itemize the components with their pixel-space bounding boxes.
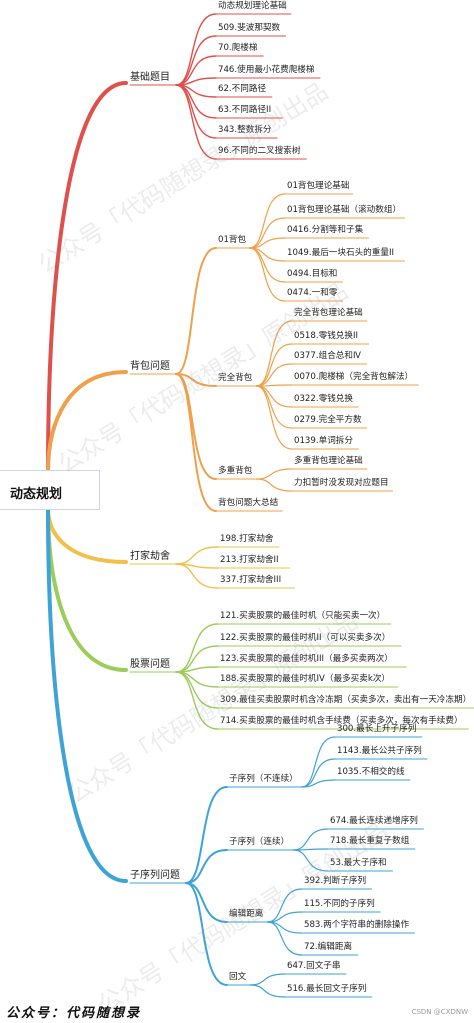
sub-branch-label[interactable]: 编辑距离 (229, 909, 264, 919)
leaf-node[interactable]: 188.买卖股票的最佳时机IV（最多买卖k次） (220, 674, 391, 684)
leaf-node[interactable]: 完全背包理论基础 (294, 308, 363, 318)
leaf-node[interactable]: 1049.最后一块石头的重量II (287, 248, 395, 258)
leaf-node[interactable]: 70.爬楼梯 (218, 43, 258, 53)
leaf-node[interactable]: 动态规划理论基础 (218, 1, 287, 11)
sub-branch-label[interactable]: 子序列（连续） (229, 837, 290, 847)
sub-connector (185, 849, 228, 884)
branch-label-knapsack[interactable]: 背包问题 (130, 361, 170, 372)
branch-label-robber[interactable]: 打家劫舍 (130, 551, 170, 562)
branch-trunk (46, 506, 128, 672)
leaf-node[interactable]: 1035.不相交的线 (337, 767, 405, 777)
leaf-node[interactable]: 121.买卖股票的最佳时机（只能买卖一次） (220, 611, 386, 621)
leaf-connector (175, 84, 217, 119)
leaf-connector (249, 973, 286, 986)
leaf-node[interactable]: 0322.零钱兑换 (294, 394, 353, 404)
sub-connector (175, 247, 217, 375)
leaf-node[interactable]: 746.使用最小花费爬楼梯 (218, 65, 315, 75)
leaf-connector (301, 779, 336, 788)
sub-connector (175, 373, 217, 387)
leaf-node[interactable]: 力扣暂时没发现对应题目 (294, 478, 389, 488)
leaf-connector (266, 888, 303, 923)
leaf-node[interactable]: 674.最长连续递增序列 (330, 816, 418, 826)
leaf-connector (255, 478, 293, 492)
leaf-node[interactable]: 0518.零钱兑换II (294, 331, 359, 341)
leaf-node[interactable]: 647.回文子串 (287, 961, 341, 971)
footer-brand: 公众号：代码随想录 (6, 1006, 142, 1021)
leaf-connector (255, 385, 293, 450)
leaf-connector (248, 247, 286, 283)
root-label: 动态规划 (10, 487, 63, 502)
sub-connector (185, 882, 228, 923)
sub-connector (175, 373, 217, 512)
leaf-connector (301, 736, 336, 788)
leaf-node[interactable]: 516.最长回文子序列 (287, 984, 367, 994)
leaf-node[interactable]: 0139.单词拆分 (294, 436, 353, 446)
branch-label-stock[interactable]: 股票问题 (130, 659, 170, 670)
leaf-node[interactable]: 198.打家劫舍 (220, 534, 274, 544)
leaf-node[interactable]: 96.不同的二叉搜索树 (218, 146, 301, 156)
leaf-connector (175, 84, 217, 160)
leaf-node[interactable]: 多重背包理论基础 (294, 456, 363, 466)
leaf-connector (175, 671, 219, 730)
leaf-node[interactable]: 0070.爬楼梯（完全背包解法） (294, 372, 414, 382)
sub-branch-label[interactable]: 01背包 (218, 235, 247, 245)
leaf-node[interactable]: 0377.组合总和Ⅳ (294, 351, 361, 361)
leaf-node[interactable]: 63.不同路径II (218, 105, 272, 115)
leaf-connector (255, 468, 293, 480)
leaf-node[interactable]: 583.两个字符串的删除操作 (304, 920, 410, 930)
sub-branch-label[interactable]: 背包问题大总结 (218, 498, 279, 508)
leaf-node[interactable]: 309.最佳买卖股票时机含冷冻期（买卖多次，卖出有一天冷冻期） (220, 695, 472, 705)
leaf-node[interactable]: 62.不同路径 (218, 84, 267, 94)
leaf-node[interactable]: 337.打家劫舍III (220, 575, 282, 585)
csdn-credit: CSDN @CXDNW (411, 1008, 468, 1016)
leaf-node[interactable]: 392.判断子序列 (304, 876, 367, 886)
sub-branch-label[interactable]: 完全背包 (218, 373, 253, 383)
branch-trunk (46, 506, 128, 564)
leaf-connector (175, 13, 217, 86)
leaf-node[interactable]: 718.最长重复子数组 (330, 836, 410, 846)
sub-branch-label[interactable]: 回文 (229, 972, 247, 982)
leaf-node[interactable]: 0416.分割等和子集 (287, 225, 364, 235)
sub-connector (185, 786, 228, 884)
sub-branch-label[interactable]: 多重背包 (218, 466, 253, 476)
leaf-node[interactable]: 115.不同的子序列 (304, 899, 375, 909)
leaf-node[interactable]: 53.最大子序和 (330, 858, 387, 868)
leaf-connector (175, 623, 219, 673)
leaf-node[interactable]: 01背包理论基础（滚动数组） (287, 205, 402, 215)
leaf-connector (266, 921, 303, 956)
leaf-node[interactable]: 714.买卖股票的最佳时机含手续费（买卖多次，每次有手续费） (220, 716, 463, 726)
branch-trunk (46, 370, 128, 474)
leaf-node[interactable]: 509.斐波那契数 (218, 23, 281, 33)
leaf-node[interactable]: 72.编辑距离 (304, 942, 353, 952)
branch-trunk (46, 506, 128, 883)
leaf-node[interactable]: 122.买卖股票的最佳时机II（可以买卖多次） (220, 633, 391, 643)
leaf-connector (248, 217, 286, 249)
leaf-connector (175, 563, 219, 589)
root-node[interactable]: 动态规划 (0, 470, 100, 510)
branch-label-subseq[interactable]: 子序列问题 (130, 870, 180, 881)
sub-connector (185, 882, 228, 986)
leaf-connector (248, 247, 286, 302)
leaf-connector (175, 546, 219, 565)
leaf-node[interactable]: 01背包理论基础 (287, 181, 350, 191)
leaf-connector (249, 984, 286, 998)
leaf-connector (248, 193, 286, 249)
leaf-node[interactable]: 1143.最长公共子序列 (337, 746, 422, 756)
leaf-connector (255, 320, 293, 387)
branch-label-basics[interactable]: 基础题目 (130, 72, 170, 83)
leaf-node[interactable]: 0494.目标和 (287, 269, 338, 279)
leaf-node[interactable]: 213.打家劫舍II (220, 555, 279, 565)
leaf-node[interactable]: 343.整数拆分 (218, 125, 272, 135)
leaf-node[interactable]: 0474.一和零 (287, 288, 338, 298)
leaf-node[interactable]: 300.最长上升子序列 (337, 724, 417, 734)
leaf-node[interactable]: 0279.完全平方数 (294, 415, 362, 425)
leaf-connector (292, 849, 329, 872)
branch-trunk (46, 81, 128, 474)
sub-branch-label[interactable]: 子序列（不连续） (229, 774, 298, 784)
leaf-node[interactable]: 123.买卖股票的最佳时机III（最多买卖两次） (220, 654, 393, 664)
